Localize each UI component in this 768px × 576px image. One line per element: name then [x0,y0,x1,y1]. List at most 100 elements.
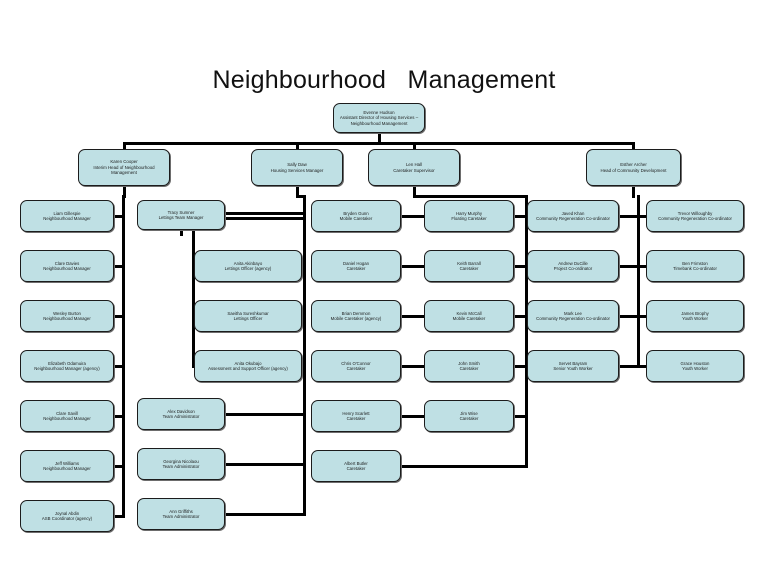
node-person-role: Mobile Caretaker [452,316,486,321]
node-person-role: Lettings Team Manager [158,215,204,220]
node-person-role: Neighbourhood Manager [43,216,91,221]
connector-admin-2 [225,512,306,516]
node-person-role: Lettings Officer [233,316,263,321]
connector-neighbourhood-0 [114,214,125,218]
connector-caretaker-b-0 [514,214,528,218]
connector-tracy-to-spine-b [225,216,306,220]
node-person-name: Alex Davidson [167,408,195,414]
node-person-name: Chris O'Connor [341,360,371,366]
node-person-role: Head of Community Development [600,167,667,173]
node-person-role: Caretaker [459,366,479,371]
node-person-name: Ann Griffiths [169,508,193,514]
node-person-name: John Smith [458,360,480,366]
node-person-role: Project Co-ordinator [553,266,593,271]
node-person-name: Jim Wise [460,410,478,416]
node-person-role: Caretaker Supervisor [393,167,435,173]
node-person-role: Senior Youth Worker [553,366,593,371]
node-person-name: Len Hall [405,161,423,167]
node-person-name: Joynal Abdin [54,510,80,516]
node-person-name: Harry Murphy [455,210,483,216]
node-person-name: Henry Scarlett [342,410,370,416]
node-person-name: Andrew DuCille [558,260,588,266]
node-person-name: Brian Demmon [341,310,371,316]
node-person-name: Grace Houston [680,360,710,366]
node-person-role: Team Administrator [162,414,200,419]
connector-community-a-3 [619,364,640,368]
connector-neighbourhood-6 [114,514,125,518]
connector-level2-drop [295,142,299,149]
node-person-name: Javed Khan [561,210,585,216]
node-person-name: Trevor Willoughby [677,210,713,216]
node-person-name: Anita Okubajo [234,360,262,366]
connector-neighbourhood-5 [114,464,125,468]
connector-karen-stem [122,186,126,198]
connector-caretaker-a-5 [401,464,528,468]
node-person-name: Liam Gillespie [53,210,81,216]
node-person-role: Interim Head of Neighbourhood Management [93,164,155,176]
node-person-role: Lettings Officer (agency) [224,266,272,271]
node-person-role: ASB Coordinator (agency) [41,516,93,521]
node-person-role: Community Regeneration Co-ordinator [658,216,732,221]
connector-level2-bus [124,142,634,145]
connector-community-a-2 [619,314,640,318]
node-person-name: Sally Daw [287,161,307,167]
connector-community-b-2 [637,314,646,318]
node-person-role: Community Regeneration Co-ordinator [536,216,610,221]
connector-len-elbow [414,195,528,198]
node-person-role: Caretaker [346,266,366,271]
connector-level2-drop [632,142,635,149]
node-person-role: Neighbourhood Manager [43,466,91,471]
connector-karen-spine [122,195,125,516]
node-person-role: Community Regeneration Co-ordinator [536,316,610,321]
node-person-name: Anita Akinbayo [233,260,263,266]
connector-len-spine [525,195,528,466]
node-person-name: Kevin McCall [456,310,482,316]
node-person-role: Caretaker [346,466,366,471]
node-person-role: Neighbourhood Manager (agency) [34,366,100,371]
node-person-role: Assessment and Support Officer (agency) [208,366,288,371]
connector-community-b-0 [637,214,646,218]
node-person-role: Neighbourhood Manager [43,266,91,271]
connector-caretaker-b-2 [514,314,528,318]
node-person-role: Mobile Caretaker [339,216,373,221]
